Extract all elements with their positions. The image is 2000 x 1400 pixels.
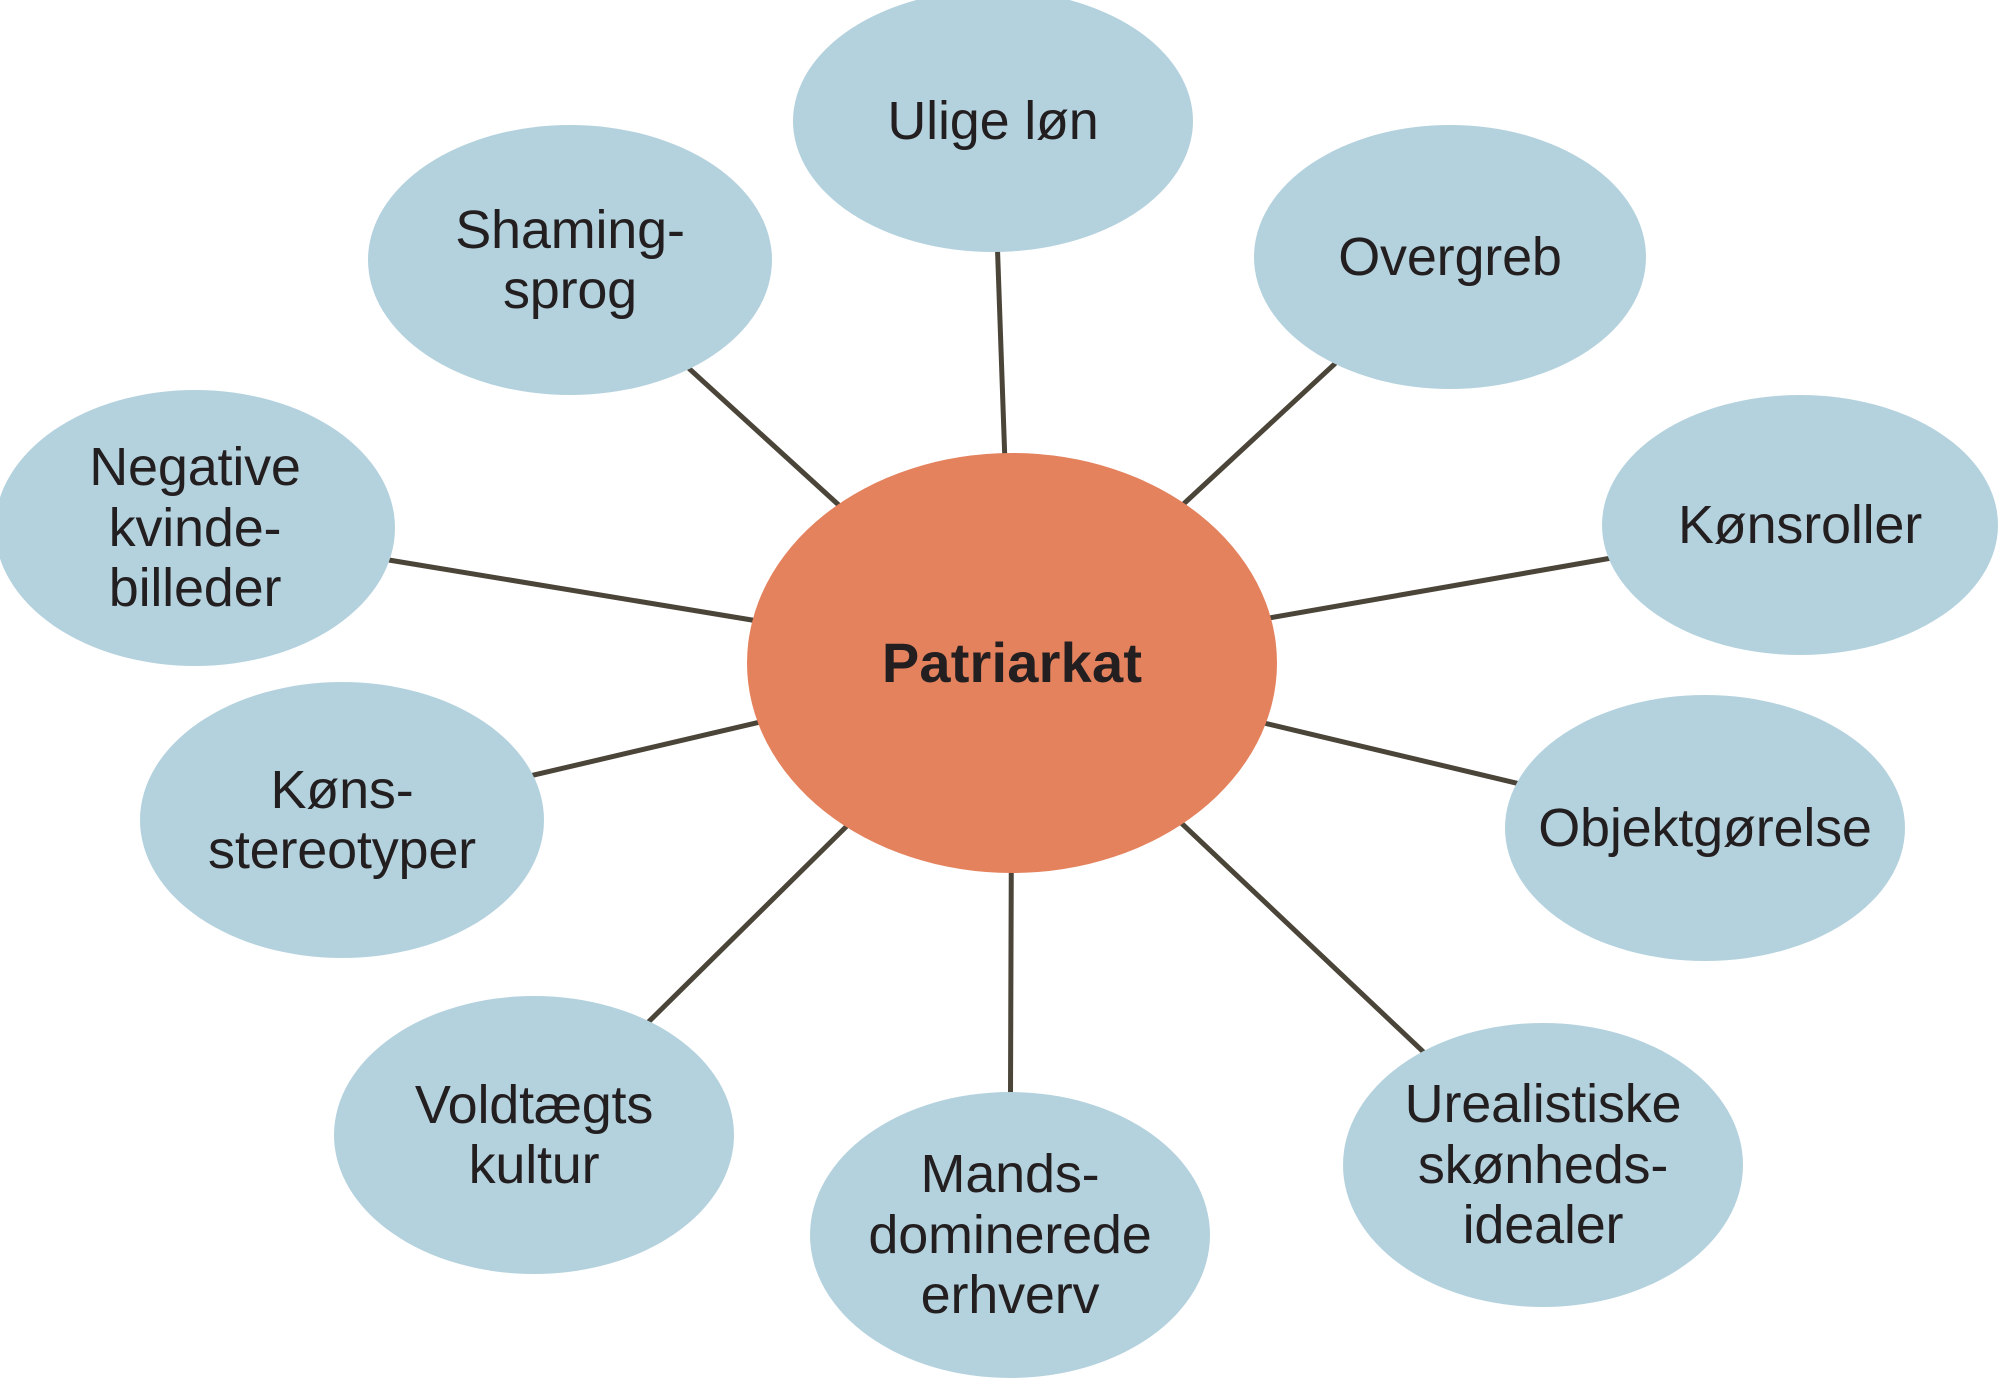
node-ellipse-konsstereotyper[interactable] [140,682,544,958]
node-ellipse-mandsdominerede-erhverv[interactable] [810,1092,1210,1378]
node-ellipse-negative-kvindebilleder[interactable] [0,390,395,666]
connector-line-overgreb [1181,361,1338,506]
connector-line-konsroller [1268,556,1612,621]
connector-line-ulige-lon [995,249,1008,456]
center-node-ellipse[interactable] [747,453,1277,873]
connector-line-konsstereotyper [530,720,761,778]
connector-line-shaming-sprog [686,366,841,507]
connector-line-mandsdominerede-erhverv [1008,870,1014,1095]
node-ellipse-overgreb[interactable] [1254,125,1646,389]
node-ellipse-shaming-sprog[interactable] [368,125,772,395]
connector-line-objektgorelse [1263,720,1520,786]
connector-line-negative-kvindebilleder [387,557,756,623]
node-ellipse-konsroller[interactable] [1602,395,1998,655]
node-ellipse-urealistiske-skonhedsidealer[interactable] [1343,1023,1743,1307]
node-ellipse-voldtaegtskultur[interactable] [334,996,734,1274]
node-ellipse-objektgorelse[interactable] [1505,695,1905,961]
connector-line-urealistiske-skonhedsidealer [1179,821,1426,1054]
connector-line-voldtaegtskultur [646,824,849,1024]
node-ellipse-ulige-lon[interactable] [793,0,1193,252]
connector-lines-group [387,249,1612,1095]
